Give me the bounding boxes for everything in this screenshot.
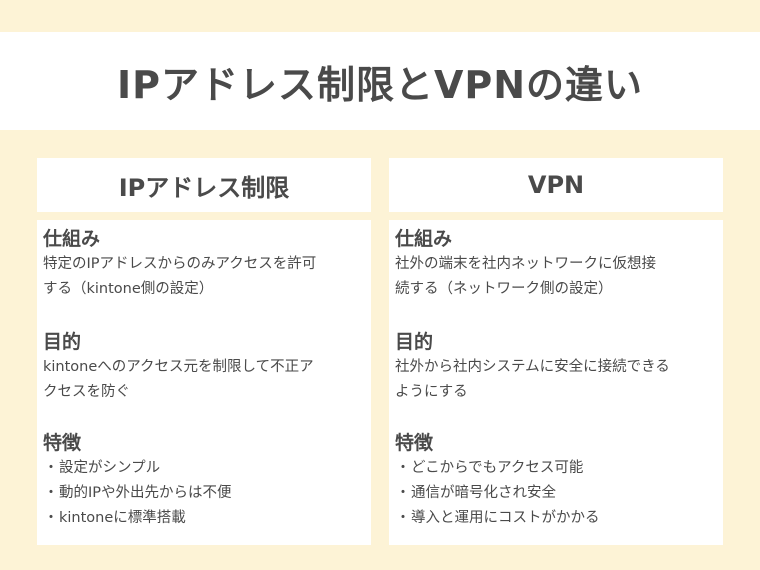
section-title-features: 特徴 <box>43 432 82 454</box>
feature-text: kintoneに標準搭載 <box>59 510 186 526</box>
bullet: ・ <box>43 510 59 526</box>
list-item: ・kintoneに標準搭載 <box>43 506 365 531</box>
feature-text: 通信が暗号化され安全 <box>411 485 556 501</box>
page-title: IPアドレス制限とVPNの違い <box>116 62 644 107</box>
column-header-vpn: VPN <box>389 158 723 212</box>
title-banner: IPアドレス制限とVPNの違い <box>0 32 760 130</box>
section-text-mechanism: 特定のIPアドレスからのみアクセスを許可 する（kintone側の設定） <box>43 256 317 297</box>
column-body-vpn: 仕組み 社外の端末を社内ネットワークに仮想接 続する（ネットワーク側の設定） 目… <box>389 220 723 545</box>
section-title-mechanism: 仕組み <box>395 228 453 250</box>
column-body-ip-restriction: 仕組み 特定のIPアドレスからのみアクセスを許可 する（kintone側の設定）… <box>37 220 371 545</box>
list-item: ・導入と運用にコストがかかる <box>395 506 717 531</box>
feature-text: 動的IPや外出先からは不便 <box>59 485 232 501</box>
list-item: ・設定がシンプル <box>43 456 365 481</box>
column-header-ip-restriction: IPアドレス制限 <box>37 158 371 212</box>
section-text-mechanism: 社外の端末を社内ネットワークに仮想接 続する（ネットワーク側の設定） <box>395 256 656 297</box>
list-item: ・動的IPや外出先からは不便 <box>43 481 365 506</box>
feature-text: どこからでもアクセス可能 <box>411 460 584 476</box>
list-item: ・どこからでもアクセス可能 <box>395 456 717 481</box>
bullet: ・ <box>395 510 411 526</box>
features-list: ・設定がシンプル ・動的IPや外出先からは不便 ・kintoneに標準搭載 <box>43 456 365 531</box>
section-title-purpose: 目的 <box>43 331 82 353</box>
section-title-features: 特徴 <box>395 432 434 454</box>
bullet: ・ <box>43 485 59 501</box>
bullet: ・ <box>395 460 411 476</box>
feature-text: 導入と運用にコストがかかる <box>411 510 600 526</box>
bullet: ・ <box>43 460 59 476</box>
list-item: ・通信が暗号化され安全 <box>395 481 717 506</box>
bullet: ・ <box>395 485 411 501</box>
section-title-purpose: 目的 <box>395 331 434 353</box>
features-list: ・どこからでもアクセス可能 ・通信が暗号化され安全 ・導入と運用にコストがかかる <box>395 456 717 531</box>
section-title-mechanism: 仕組み <box>43 228 101 250</box>
feature-text: 設定がシンプル <box>59 460 161 476</box>
section-text-purpose: 社外から社内システムに安全に接続できる ようにする <box>395 359 670 400</box>
section-text-purpose: kintoneへのアクセス元を制限して不正ア クセスを防ぐ <box>43 359 314 400</box>
